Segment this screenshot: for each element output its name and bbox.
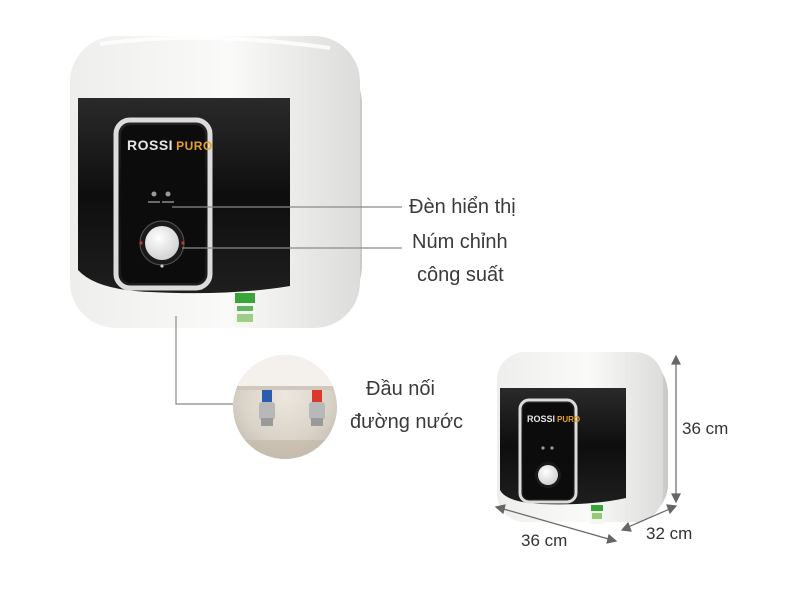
label-water-connector-line1: Đầu nối [366,378,435,400]
dimension-height: 36 cm [682,419,729,438]
small-brand-sub: PURO [557,415,580,424]
energy-label [234,292,256,326]
label-indicator-light: Đèn hiển thị [409,196,516,218]
water-connector-closeup [233,355,337,459]
brand-main: ROSSI [127,137,173,153]
label-power-knob-line1: Núm chỉnh [412,231,508,253]
leader-lines [172,206,402,405]
label-power-knob-line2: công suất [417,264,504,286]
dimension-depth: 32 cm [646,524,693,543]
dimension-lines [494,354,681,544]
dimension-width: 36 cm [521,531,568,550]
power-knob[interactable] [145,226,179,260]
brand-sub: PURO [176,139,213,153]
indicator-light-heating [165,191,171,197]
label-water-connector-line2: đường nước [350,411,464,433]
indicator-light-power [151,191,157,197]
small-brand-main: ROSSI [527,414,555,424]
